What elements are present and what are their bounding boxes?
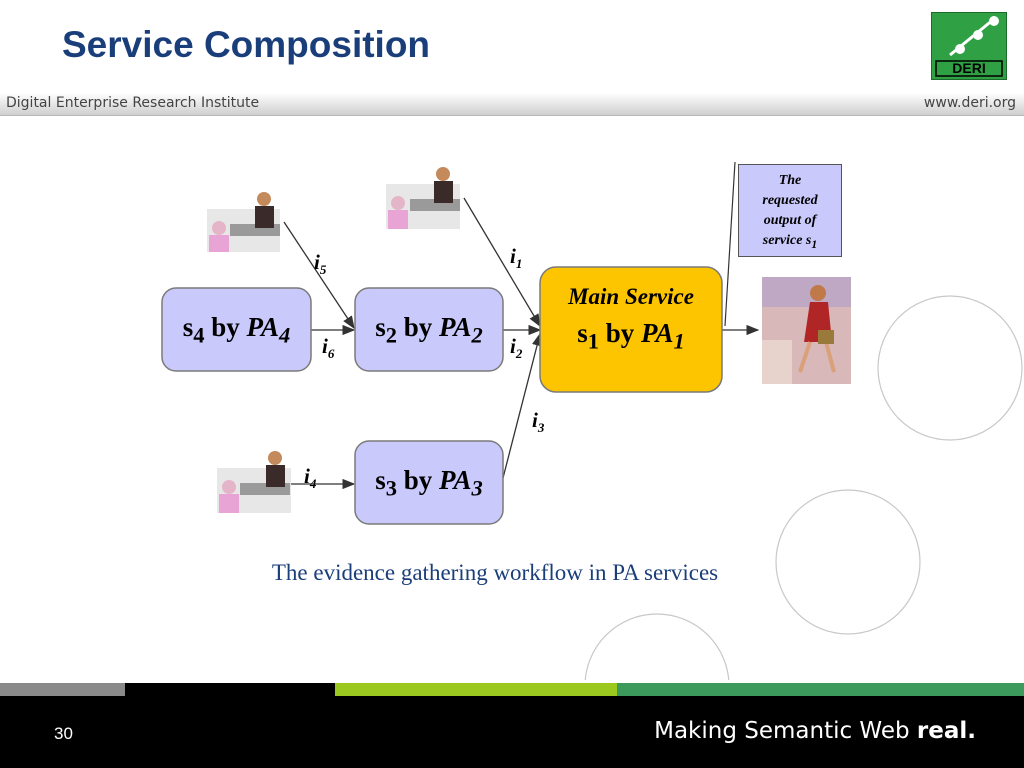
edge-label-i6: i6: [322, 334, 335, 362]
edge-label-i3: i3: [532, 408, 545, 436]
requested-output-note: The requested output of service s1: [738, 164, 842, 257]
service-box-s2: [354, 287, 504, 372]
service-box-s4: [161, 287, 312, 372]
slogan: Making Semantic Web real.: [654, 718, 976, 744]
edge-i1: [463, 197, 541, 328]
org-url: www.deri.org: [923, 95, 1016, 111]
page-number: 30: [54, 724, 73, 743]
edge-i3: [502, 332, 543, 479]
logo-text: DERI: [952, 60, 985, 76]
decor-circle: [584, 613, 730, 680]
figure-caption: The evidence gathering workflow in PA se…: [271, 560, 719, 585]
workflow-diagram: [161, 161, 1023, 680]
edge-label-i2: i2: [510, 334, 523, 362]
clerk-icon: [207, 192, 280, 252]
footer: [0, 696, 1024, 768]
service-label-s2: s2 by PA2: [375, 312, 483, 348]
main-service-title: Main Service: [568, 284, 694, 309]
edge-i5: [283, 221, 355, 330]
service-label-s4: s4 by PA4: [182, 312, 291, 348]
citizen-icon: [762, 277, 851, 384]
clerk-icon: [386, 167, 460, 229]
decor-circle: [775, 489, 921, 635]
header-banner: [0, 93, 1024, 116]
slide-title: Service Composition: [62, 24, 431, 65]
service-box-s3: [354, 440, 504, 525]
service-label-s3: s3 by PA3: [375, 465, 483, 501]
logo-graphic: DERI: [935, 16, 1003, 77]
note-connector: [724, 161, 736, 327]
main-service-box: [539, 266, 723, 393]
edge-label-i5: i5: [314, 250, 327, 278]
clerk-icon: [217, 451, 291, 513]
deri-logo: DERI: [931, 12, 1007, 80]
edge-label-i4: i4: [304, 464, 317, 492]
footer-color-bar: [0, 683, 1024, 696]
org-name: Digital Enterprise Research Institute: [6, 95, 260, 111]
main-service-label: s1 by PA1: [577, 318, 685, 354]
edge-label-i1: i1: [510, 244, 523, 272]
decor-circle: [877, 295, 1023, 441]
